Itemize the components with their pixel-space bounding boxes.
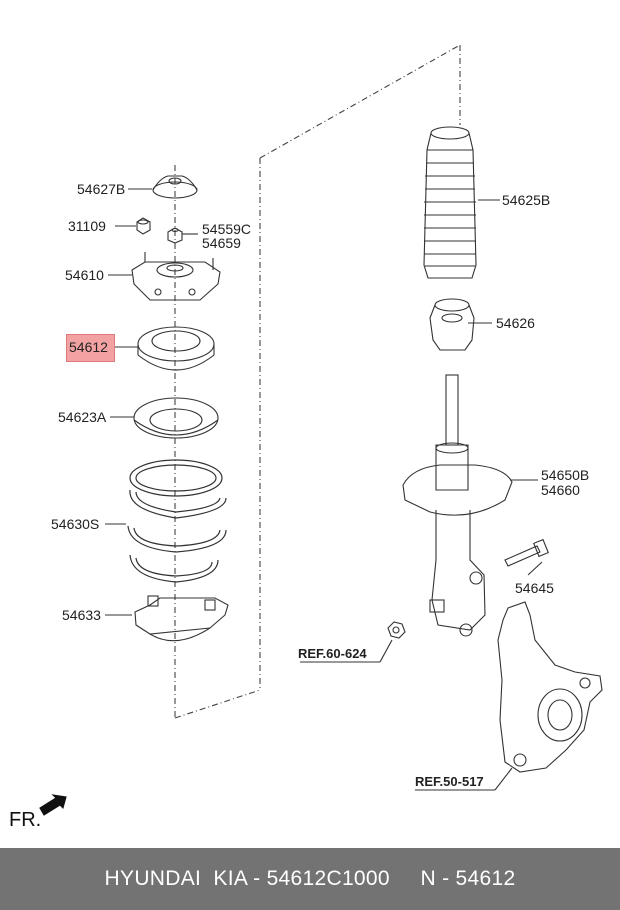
part-number-footer: HYUNDAI KIA - 54612C1000 N - 54612 xyxy=(0,848,620,910)
front-direction-label: FR. xyxy=(9,809,42,831)
label-54633: 54633 xyxy=(62,607,101,623)
ref-label-50-517: REF.50-517 xyxy=(415,774,484,789)
label-54612: 54612 xyxy=(69,339,108,355)
label-54645: 54645 xyxy=(515,580,554,596)
label-54559C: 54559C xyxy=(202,221,252,237)
part-54626-bump-stop xyxy=(429,298,475,351)
label-54627B: 54627B xyxy=(77,181,126,197)
label-54623A: 54623A xyxy=(58,409,107,425)
part-31109-nut xyxy=(136,217,151,235)
label-31109: 31109 xyxy=(68,218,106,234)
assembly-dash-frame xyxy=(174,44,461,719)
label-54630S: 54630S xyxy=(51,516,100,532)
label-54626: 54626 xyxy=(496,315,535,331)
front-arrow-icon xyxy=(39,794,67,816)
part-54610-top-mount xyxy=(131,252,221,301)
part-54625B-dust-boot xyxy=(423,126,477,279)
part-54623A-spring-pad xyxy=(133,397,219,439)
label-54659: 54659 xyxy=(202,235,241,251)
label-54650B: 54650B xyxy=(541,467,590,483)
part-54612-bearing xyxy=(137,326,215,371)
highlight-54612 xyxy=(66,334,115,362)
label-54610: 54610 xyxy=(65,267,104,283)
part-54627B-cap xyxy=(152,175,198,199)
part-54559C-nut xyxy=(167,227,183,244)
exploded-parts-diagram xyxy=(39,44,603,816)
part-54630S-coil-spring xyxy=(127,459,227,583)
ref-60-624-nut xyxy=(387,621,406,639)
ref-50-517-knuckle xyxy=(497,601,603,773)
part-54645-bolt xyxy=(504,538,549,567)
leader-lines xyxy=(105,188,543,791)
ref-label-60-624: REF.60-624 xyxy=(298,646,367,661)
part-54633-lower-seat xyxy=(134,595,229,642)
label-54660: 54660 xyxy=(541,482,580,498)
part-54650B-strut xyxy=(402,374,513,637)
label-54625B: 54625B xyxy=(502,192,551,208)
